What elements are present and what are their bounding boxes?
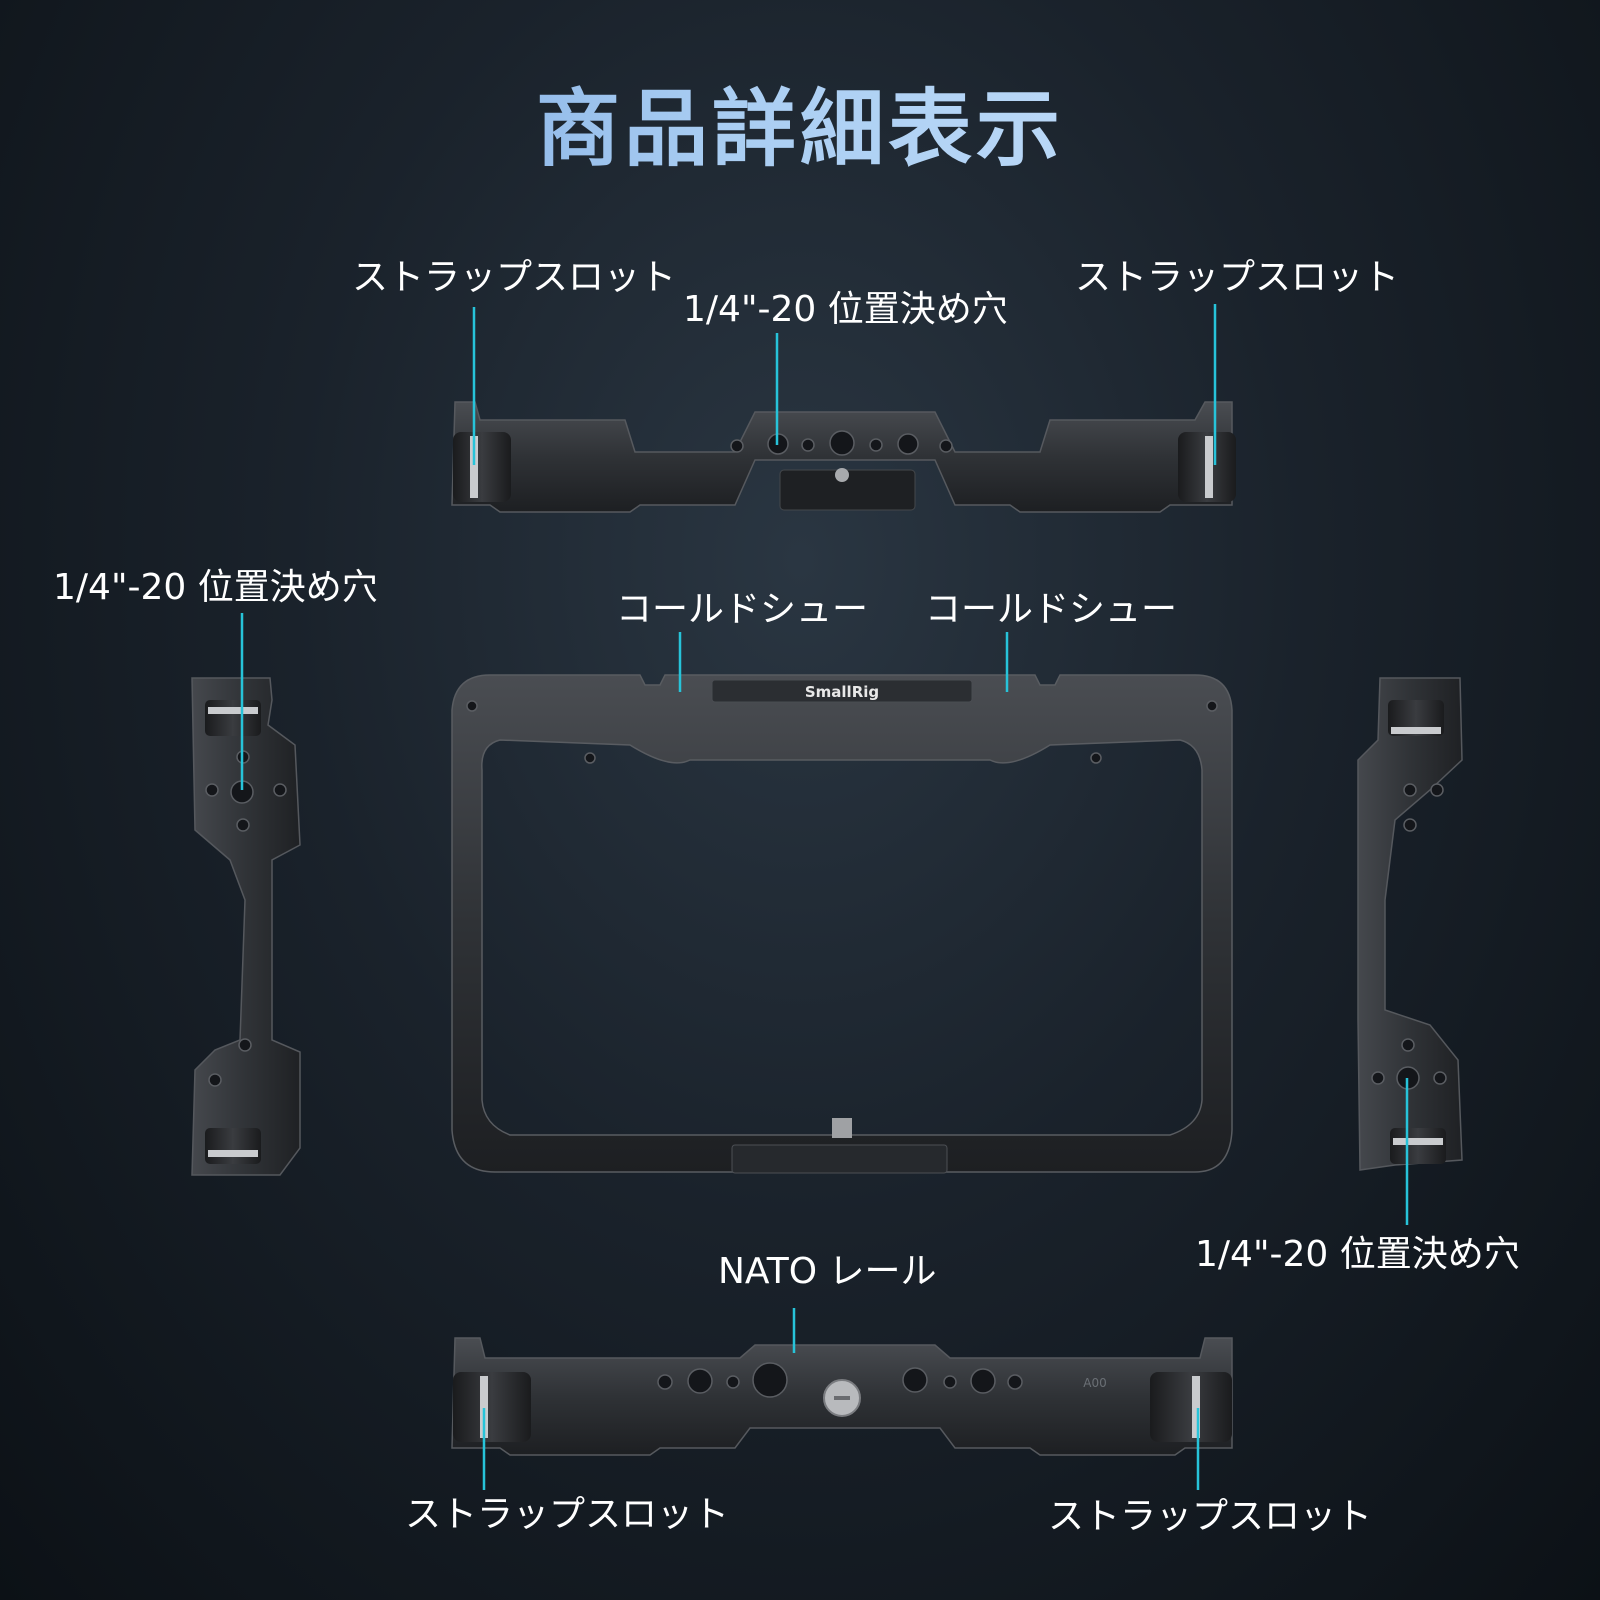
label-top-center-hole: 1/4"-20 位置決め穴 [683,289,1008,330]
label-cold-shoe-left: コールドシュー [616,589,869,630]
label-nato-rail: NATO レール [718,1251,937,1292]
leader-lines [240,304,1409,1490]
label-left-hole: 1/4"-20 位置決め穴 [53,567,378,608]
brand-logo: SmallRig [805,683,879,701]
label-right-hole: 1/4"-20 位置決め穴 [1195,1234,1520,1275]
label-top-left-strap: ストラップスロット [352,257,677,298]
main-cage: SmallRig [451,674,1233,1174]
bottom-bracket: A00 [451,1337,1233,1456]
top-bracket [451,401,1236,513]
label-bottom-right-strap: ストラップスロット [1048,1496,1373,1537]
right-bracket [1357,677,1463,1171]
engraving-text: A00 [1083,1376,1106,1390]
label-bottom-left-strap: ストラップスロット [405,1494,730,1535]
label-top-right-strap: ストラップスロット [1075,257,1400,298]
left-bracket [191,677,301,1176]
page-title: 商品詳細表示 [0,62,1600,183]
label-cold-shoe-right: コールドシュー [925,589,1178,630]
